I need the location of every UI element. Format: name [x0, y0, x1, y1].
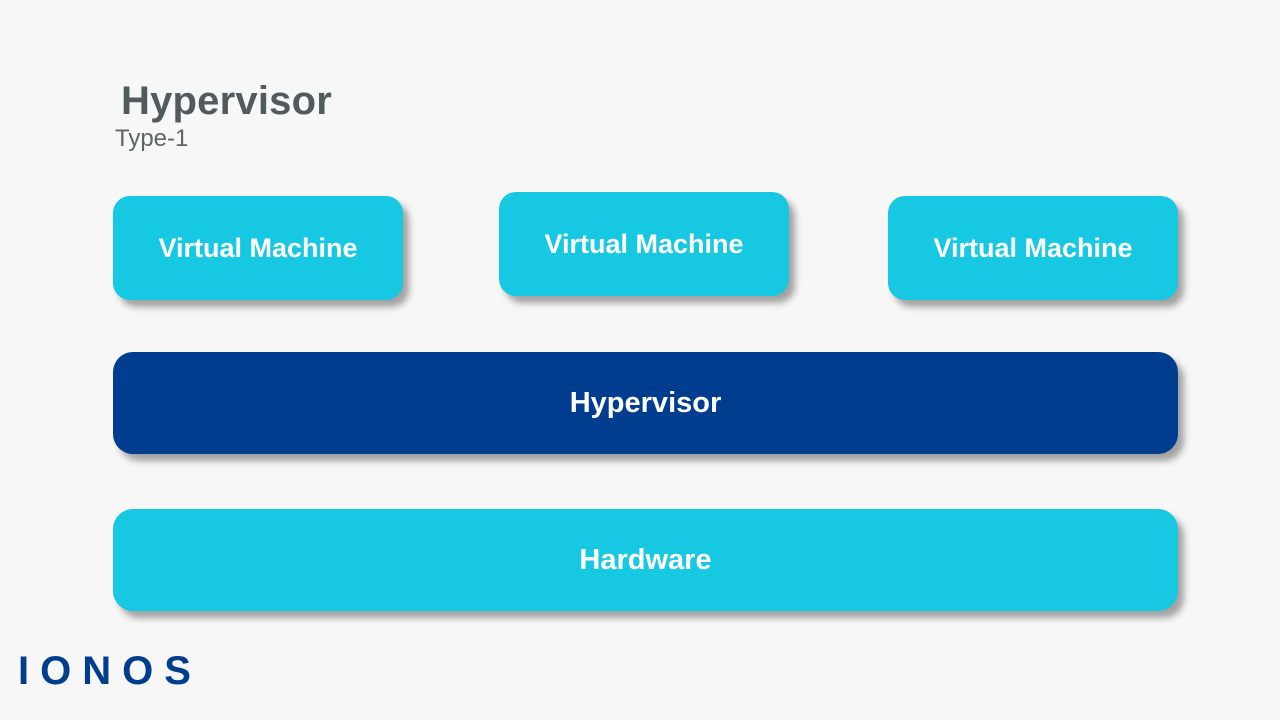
virtual-machine-label: Virtual Machine [158, 232, 358, 263]
virtual-machine-box-3: Virtual Machine [888, 196, 1178, 300]
virtual-machine-box-1: Virtual Machine [113, 196, 403, 300]
page-title: Hypervisor [121, 79, 332, 123]
virtual-machine-box-2: Virtual Machine [499, 192, 789, 296]
virtual-machine-label: Virtual Machine [544, 228, 744, 259]
hypervisor-label: Hypervisor [569, 386, 722, 419]
page-subtitle: Type-1 [115, 125, 189, 152]
virtual-machine-label: Virtual Machine [933, 232, 1133, 263]
hypervisor-layer-box: Hypervisor [113, 352, 1178, 454]
hardware-layer-box: Hardware [113, 509, 1178, 611]
ionos-logo: IONOS [18, 649, 202, 693]
title-block: Hypervisor Type-1 [113, 78, 713, 154]
hardware-label: Hardware [579, 543, 712, 576]
